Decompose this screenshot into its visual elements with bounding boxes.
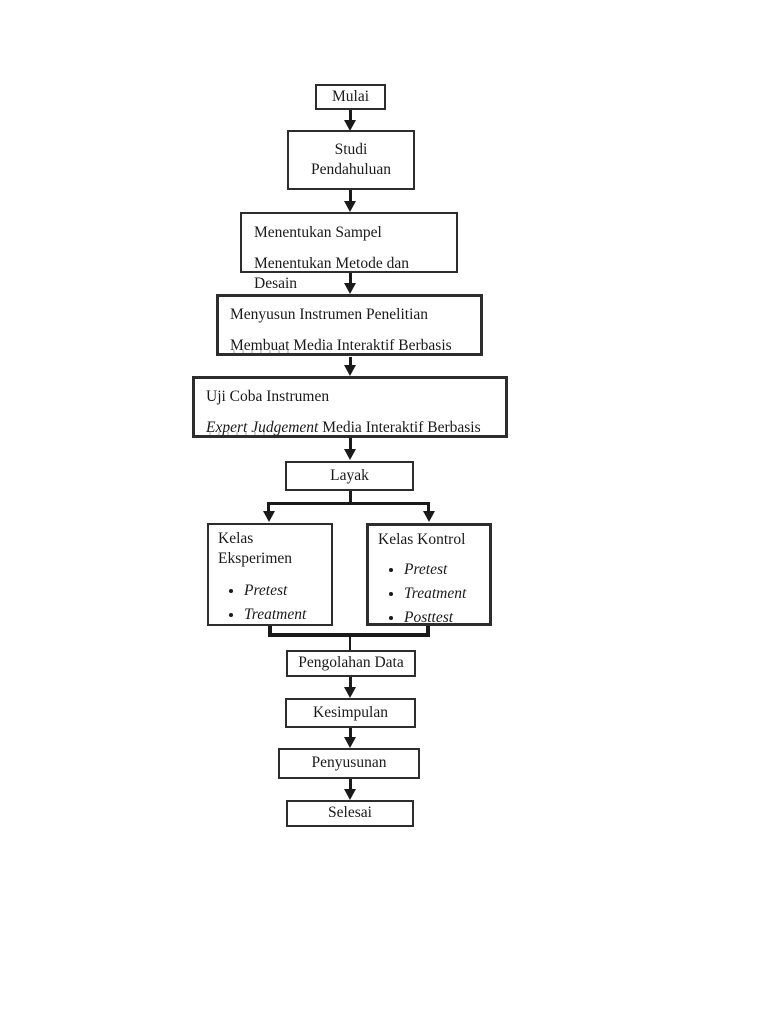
node-selesai-label: Selesai [328,804,372,822]
arrow-kesimpulan-penyusunan-line [348,728,352,738]
arrow-menyusun-ujicoba-head [344,365,356,376]
kontrol-item: Posttest [404,608,485,628]
arrow-kesimpulan-penyusunan-head [344,737,356,748]
menentukan-line2: Menentukan Metode dan Desain [254,255,409,293]
branch-left-line [267,502,270,512]
node-penyusunan-label: Penyusunan [311,754,387,772]
arrow-pengolahan-kesimpulan-head [344,687,356,698]
kontrol-item: Treatment [404,584,485,604]
arrow-ujicoba-layak-line [348,438,352,450]
node-layak-label: Layak [330,466,369,484]
merge-stem-line [349,637,351,650]
node-studi-pendahuluan: Studi Pendahuluan [287,130,415,190]
eksperimen-title-line2: Eksperimen [218,550,293,568]
eksperimen-item: Treatment [244,605,327,625]
node-pengolahan-data: Pengolahan Data [286,650,416,677]
ujicoba-line2-italic: Expert Judgement [206,419,319,437]
ujicoba-line2: Expert Judgement Media Interaktif Berbas… [206,418,497,438]
arrow-menyusun-ujicoba-line [348,357,352,368]
node-uji-coba: Uji Coba Instrumen Expert Judgement Medi… [192,376,508,438]
eksperimen-item: Pretest [244,581,327,601]
branch-left-head [262,511,275,522]
node-penyusunan: Penyusunan [278,748,420,779]
node-kelas-eksperimen: Kelas Eksperimen Pretest Treatment [207,523,333,626]
merge-right-line [426,626,430,637]
arrow-mulai-studi-line [348,110,352,123]
node-menentukan: Menentukan Sampel Menentukan Metode dan … [240,212,458,292]
kontrol-bullet-list: Pretest Treatment Posttest [378,560,485,628]
node-mulai-label: Mulai [331,87,370,105]
eksperimen-title-line1: Kelas [218,530,254,547]
ujicoba-line2-rest: Media Interaktif Berbasis [318,419,481,437]
node-pengolahan-label: Pengolahan Data [298,654,404,672]
arrow-ujicoba-layak-head [344,449,356,460]
branch-stem-line [348,491,352,504]
ujicoba-line1: Uji Coba Instrumen [206,388,330,405]
arrow-studi-menentukan-line [348,190,352,203]
arrow-mulai-studi-head [344,120,356,131]
kontrol-item: Pretest [404,560,485,580]
merge-left-line [268,626,272,637]
eksperimen-bullet-list: Pretest Treatment [218,581,327,625]
clipped-text-remnant [233,350,291,353]
node-layak: Layak [285,461,414,491]
node-selesai: Selesai [286,800,414,827]
arrow-penyusunan-selesai-head [344,789,356,800]
menyusun-line1: Menyusun Instrumen Penelitian [230,306,429,323]
node-kesimpulan-label: Kesimpulan [313,703,388,721]
node-menyusun: Menyusun Instrumen Penelitian Membuat Me… [216,294,483,356]
branch-right-head [422,511,435,522]
kontrol-title: Kelas Kontrol [378,531,466,548]
studi-line1: Studi [334,140,368,158]
arrow-studi-menentukan-head [344,201,356,212]
arrow-penyusunan-selesai-line [348,779,352,790]
node-kesimpulan: Kesimpulan [285,698,416,728]
clipped-text-remnant [209,432,267,435]
arrow-menentukan-menyusun-line [348,273,352,285]
merge-horizontal-line [268,633,430,637]
branch-horizontal-line [267,502,430,505]
node-kelas-kontrol: Kelas Kontrol Pretest Treatment Posttest [366,523,492,626]
menyusun-line2: Membuat Media Interaktif Berbasis [230,337,452,355]
branch-right-line [427,502,430,512]
menentukan-line1: Menentukan Sampel [254,224,382,241]
arrow-pengolahan-kesimpulan-line [348,677,352,689]
arrow-menentukan-menyusun-head [344,283,356,294]
studi-line2: Pendahuluan [310,161,392,178]
node-mulai: Mulai [315,84,386,110]
